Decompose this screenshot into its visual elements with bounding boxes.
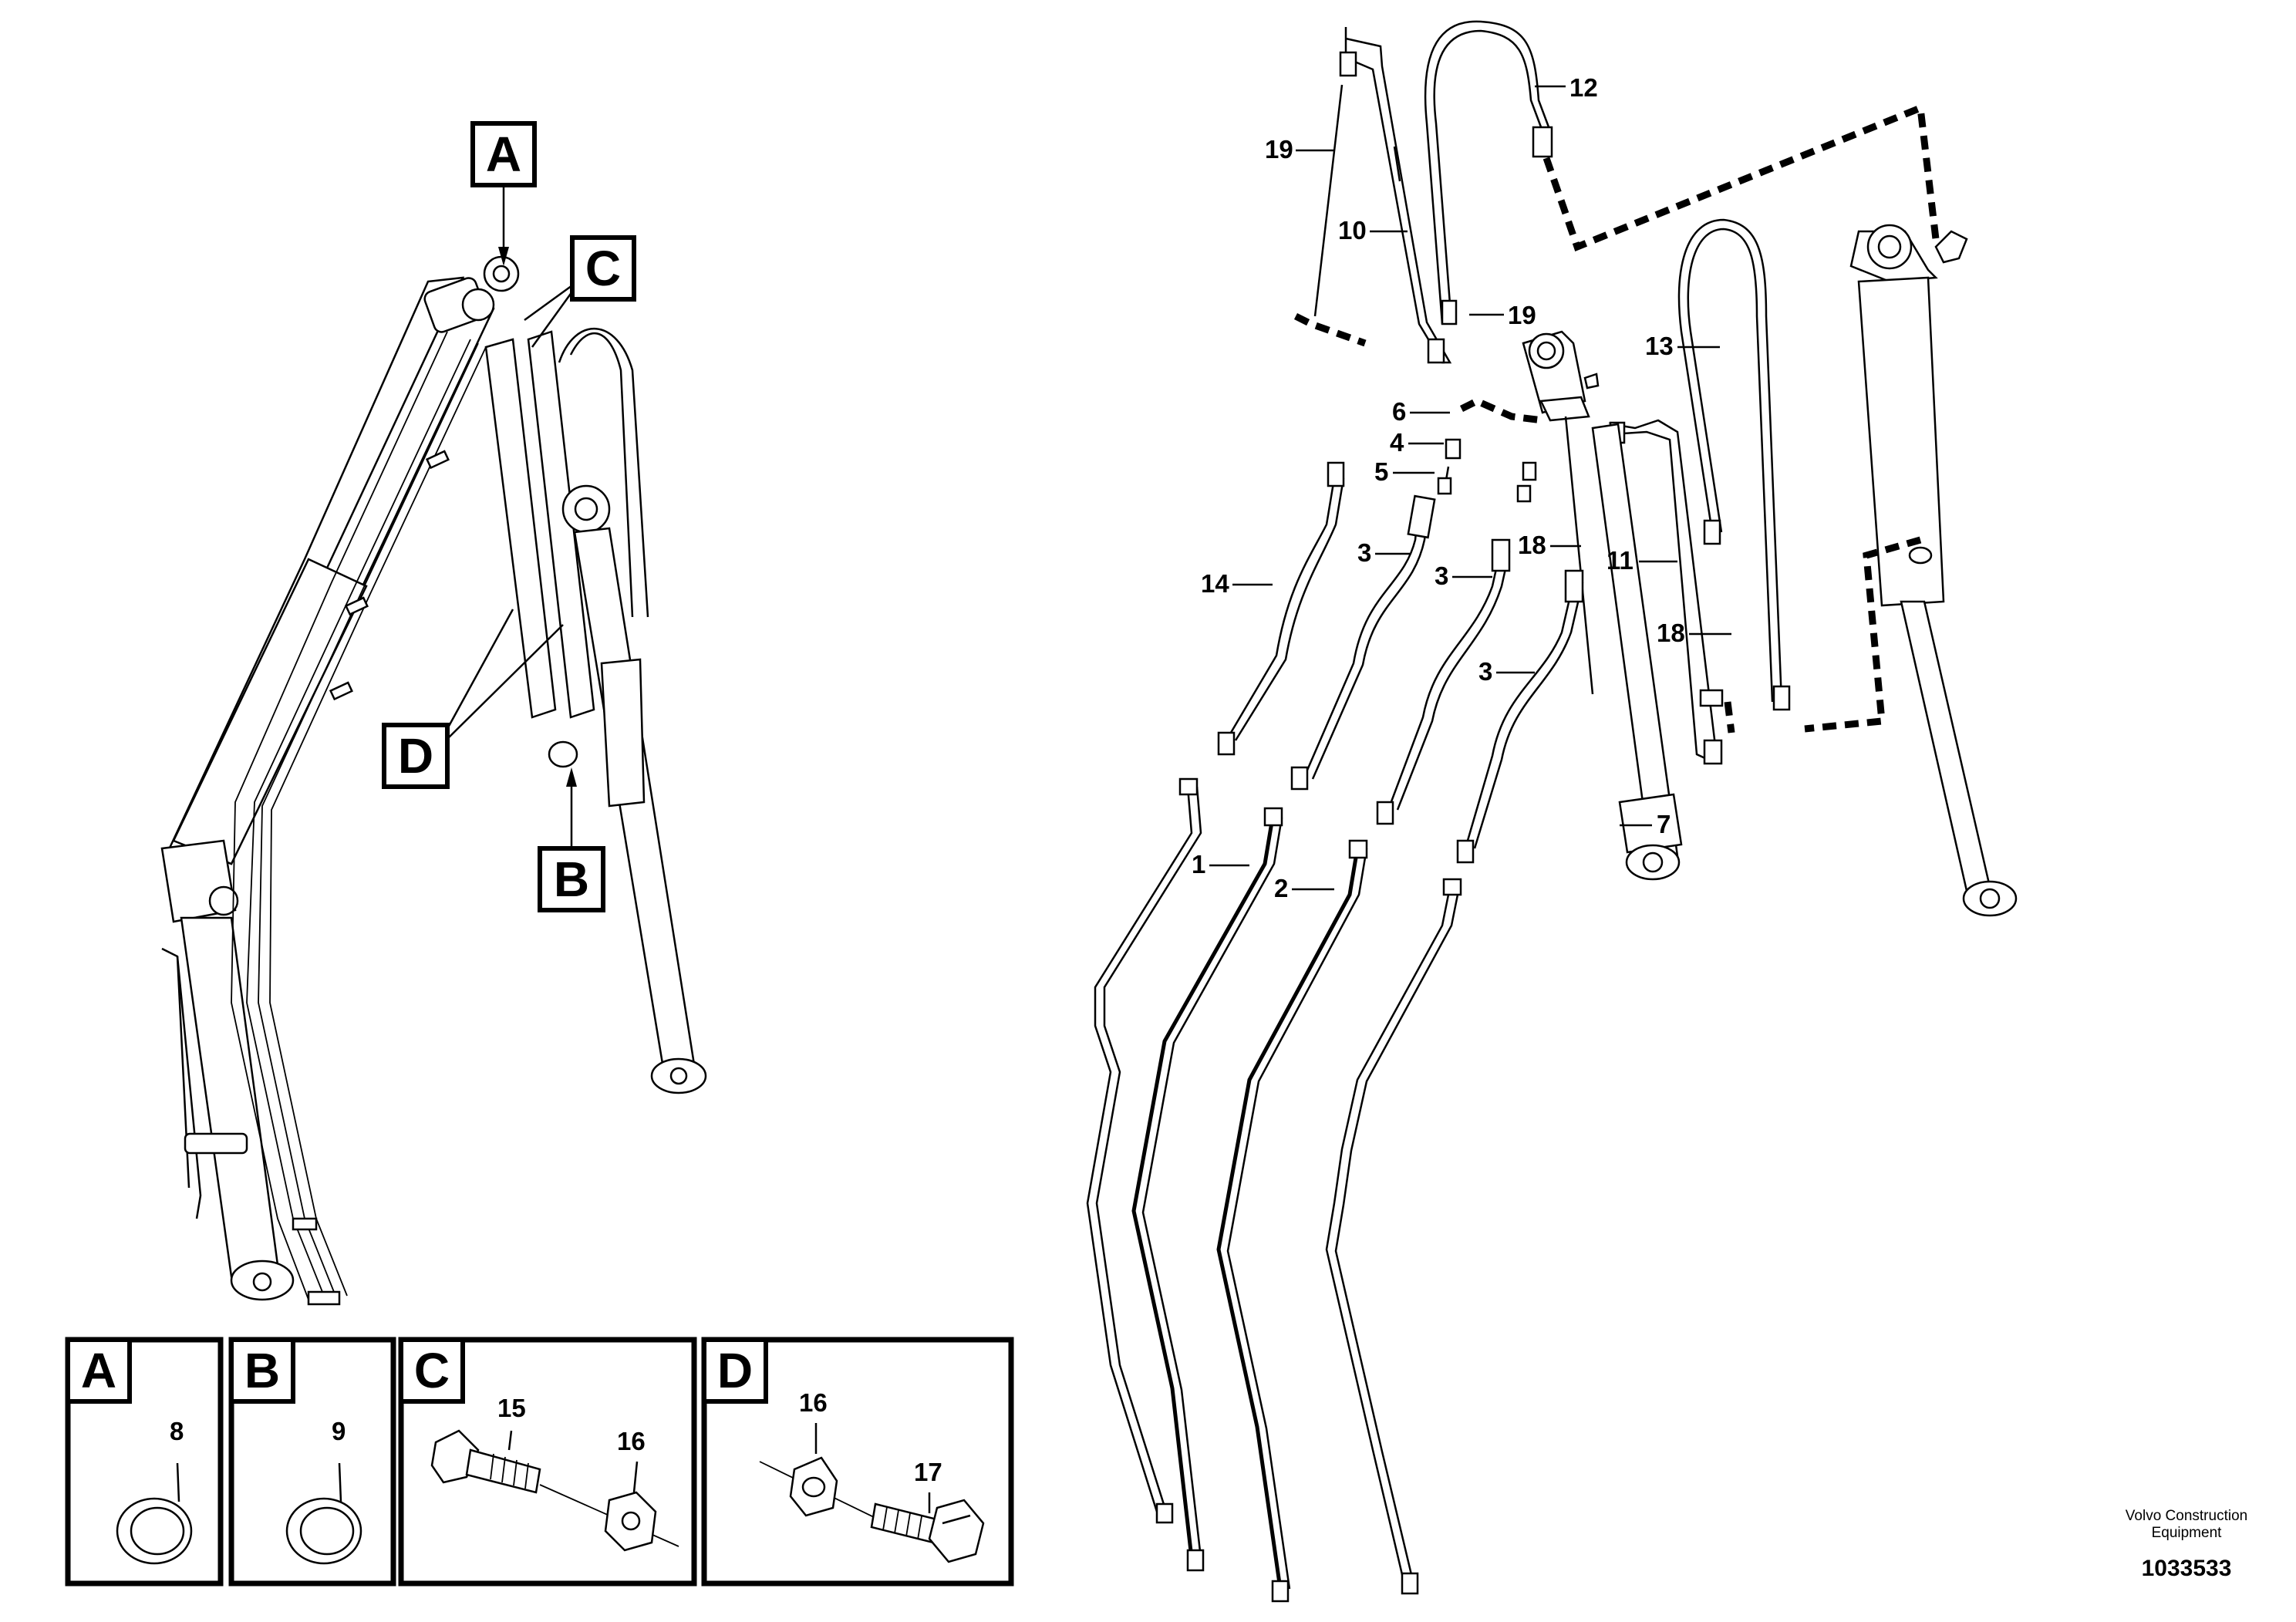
pipe-left <box>1086 786 1193 1512</box>
callout-11: 11 <box>1607 546 1633 575</box>
fitting-part-4 <box>1445 438 1462 460</box>
view-label-b-group: B <box>538 767 605 912</box>
boom-assembly <box>160 255 707 1306</box>
seal-ring-part-9 <box>285 1497 362 1565</box>
nut-part-16 <box>604 1491 657 1552</box>
brand-line-2: Equipment <box>2152 1525 2223 1541</box>
bolt-part-17 <box>870 1499 985 1563</box>
detail-label-c: C <box>414 1343 450 1398</box>
callout-14: 14 <box>1201 569 1229 598</box>
footer: Volvo Construction Equipment 1033533 <box>2126 1508 2247 1581</box>
pipe-part-2 <box>1216 848 1360 1590</box>
callout-12: 12 <box>1569 73 1598 102</box>
cylinder-right <box>1849 224 2018 917</box>
hose-part-14 <box>1225 477 1336 741</box>
document-number: 1033533 <box>2142 1556 2232 1581</box>
tube-part-10 <box>1344 27 1452 364</box>
callout-6: 6 <box>1392 397 1406 426</box>
detail-panel-a: A <box>65 1337 224 1587</box>
callout-18-b: 18 <box>1657 619 1685 647</box>
view-label-a-box <box>470 121 537 187</box>
bolt-part-15 <box>430 1429 541 1494</box>
callout-3-b: 3 <box>1435 561 1448 590</box>
callouts: 19 10 12 19 13 6 4 5 14 3 3 3 18 11 18 7… <box>170 73 1731 1486</box>
callout-13: 13 <box>1645 332 1674 360</box>
exploded-view <box>1086 20 2018 1603</box>
view-label-a: A <box>486 126 521 182</box>
detail-panel-d: D <box>701 1337 1014 1587</box>
hose-part-3-a <box>1302 501 1421 780</box>
pipe-right <box>1325 886 1451 1582</box>
detail-label-d: D <box>717 1343 753 1398</box>
detail-label-b: B <box>244 1343 280 1398</box>
detail-panel-b: B <box>228 1337 396 1587</box>
brand-line-1: Volvo Construction <box>2126 1508 2247 1524</box>
detail-label-a: A <box>81 1343 116 1398</box>
hose-part-3-b <box>1387 551 1502 811</box>
view-label-a-group: A <box>470 121 537 266</box>
view-label-c-box <box>570 235 636 302</box>
routing-dashed-line-lower-right <box>1804 536 1922 733</box>
callout-8: 8 <box>170 1417 184 1445</box>
routing-dashed-line-6 <box>1459 397 1543 424</box>
callout-17: 17 <box>914 1458 942 1486</box>
view-label-d-group: D <box>382 609 564 789</box>
callout-18-a: 18 <box>1518 531 1546 559</box>
callout-1: 1 <box>1192 850 1205 878</box>
seal-ring-part-8 <box>116 1497 193 1565</box>
routing-dashed-line-19 <box>1293 312 1367 347</box>
callout-2: 2 <box>1274 874 1288 902</box>
callout-16-c: 16 <box>617 1427 646 1455</box>
callout-19-top: 19 <box>1265 135 1293 164</box>
nut-part-16-d <box>789 1456 838 1517</box>
fitting-part-5 <box>1437 477 1452 495</box>
callout-4: 4 <box>1390 428 1404 457</box>
view-label-c-group: C <box>524 235 636 348</box>
callout-19-mid: 19 <box>1508 301 1536 329</box>
view-label-d-box <box>382 723 450 789</box>
view-label-b-box <box>538 846 605 912</box>
callout-16-d: 16 <box>799 1388 828 1417</box>
cylinder-part-7 <box>1522 330 1683 881</box>
callout-7: 7 <box>1657 810 1671 838</box>
detail-panel-c: C <box>398 1337 697 1587</box>
callout-9: 9 <box>332 1417 346 1445</box>
callout-5: 5 <box>1374 457 1388 486</box>
callout-10: 10 <box>1338 216 1367 244</box>
hose-part-12 <box>1424 20 1552 325</box>
callout-15: 15 <box>497 1394 526 1422</box>
routing-dashed-line-upper <box>1542 103 1940 251</box>
pipe-part-1 <box>1131 817 1275 1559</box>
view-label-c: C <box>585 241 621 296</box>
hose-part-3-c <box>1464 582 1575 849</box>
callout-3-c: 3 <box>1478 657 1492 686</box>
view-label-d: D <box>398 728 433 784</box>
hose-part-13 <box>1677 218 1783 703</box>
callout-3-a: 3 <box>1357 538 1371 567</box>
view-label-b: B <box>554 851 589 907</box>
